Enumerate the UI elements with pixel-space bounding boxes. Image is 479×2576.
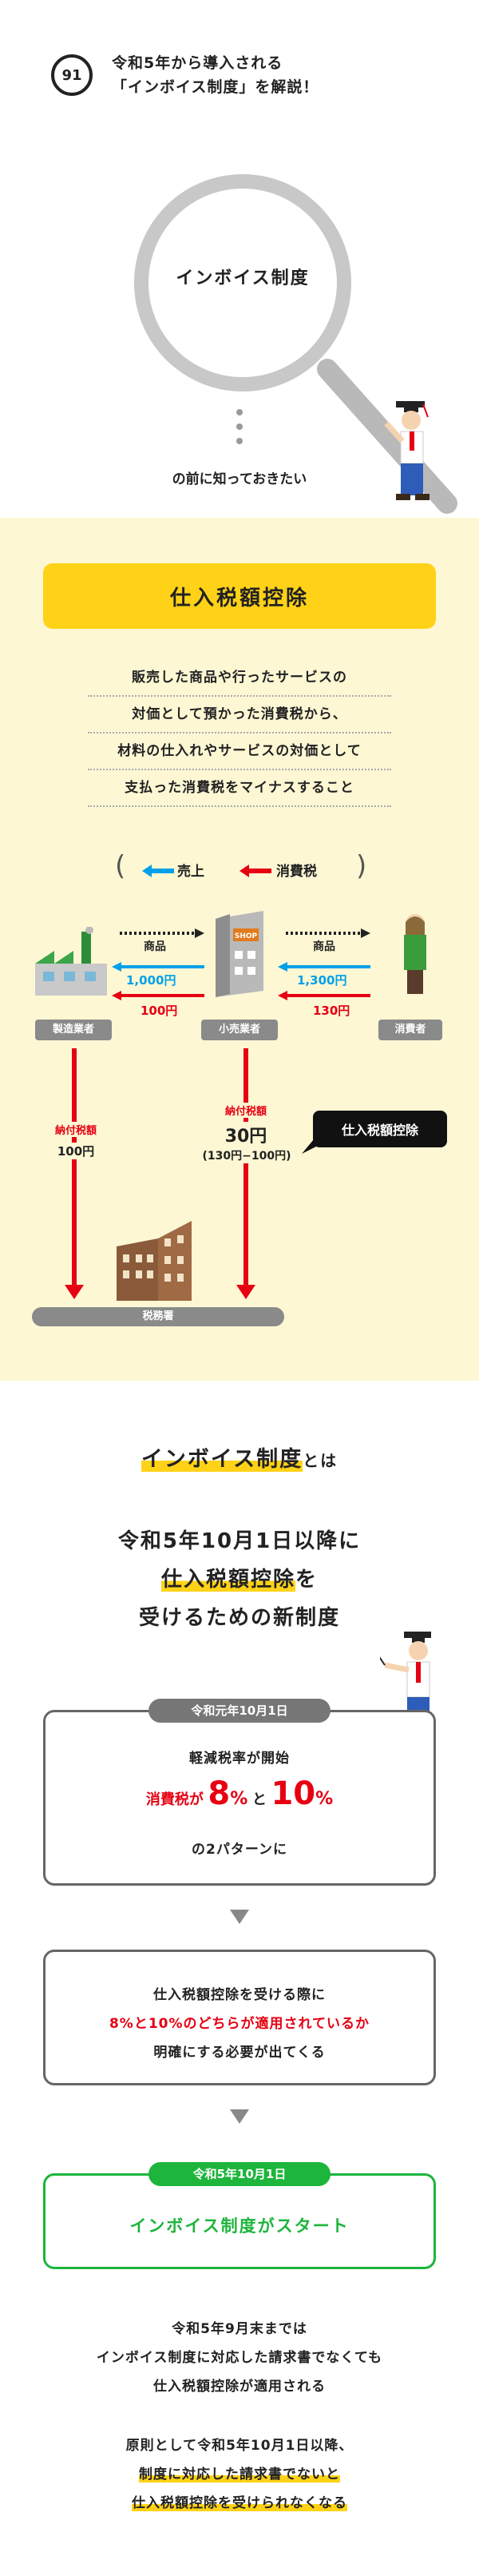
kojo-bubble-text: 仕入税額控除	[341, 1123, 418, 1138]
definition-line-4: 支払った消費税をマイナスすること	[88, 770, 391, 807]
title-line-2: 「インボイス制度」を解説！	[112, 78, 319, 96]
legend-close-paren: )	[356, 850, 367, 882]
legend-sales-label: 売上	[177, 864, 204, 880]
title-line-1: 令和5年から導入される	[112, 54, 283, 72]
invoice-heading-suffix: とは	[303, 1451, 338, 1470]
retailer-tax-formula: (130円−100円)	[187, 1147, 307, 1163]
card1-and: と	[251, 1791, 267, 1808]
invoice-start-card	[43, 2173, 436, 2269]
article-number-badge: 91	[51, 54, 93, 96]
card1-rate1: 8	[208, 1775, 231, 1812]
maker-tax-arrowhead-icon	[65, 1285, 84, 1299]
shiire-title-box: 仕入税額控除	[43, 563, 436, 629]
card1-line3: の2パターンに	[192, 1842, 287, 1858]
card2-line1: 仕入税額控除を受ける際に	[153, 1987, 326, 2003]
final-line-2-text: 制度に対応した請求書でないと	[139, 2467, 340, 2483]
dot	[236, 409, 243, 415]
magnifier-caption: の前に知っておきたい	[172, 471, 307, 487]
retailer-tax-arrowhead-icon	[236, 1285, 255, 1299]
card2-line2: 8%と10%のどちらが適用されているか	[109, 2016, 370, 2032]
definition-line-3: 材料の仕入れやサービスの対価として	[88, 733, 391, 770]
magnifier-handle-graphic	[317, 359, 457, 514]
card1-rates-line: 消費税が 8% と 10%	[0, 1775, 479, 1812]
tax-right-amount: 130円	[313, 1004, 350, 1018]
intro-line-3: 受けるための新制度	[138, 1606, 340, 1630]
final-line-3: 仕入税額控除を受けられなくなる	[0, 2491, 479, 2511]
card3-date-tag: 令和5年10月1日	[148, 2162, 331, 2186]
sale-left-amount: 1,000円	[126, 973, 176, 988]
sale-right-amount: 1,300円	[297, 973, 347, 988]
card1-tax-prefix: 消費税が	[145, 1791, 204, 1808]
retailer-consumer-flow-graphic	[278, 928, 370, 1000]
bubble-tail	[302, 1135, 318, 1154]
intro-line-2: 仕入税額控除を	[0, 1563, 479, 1592]
retailer-tax-arrow-line	[243, 1048, 248, 1288]
maker-retailer-flow-graphic	[112, 928, 204, 1000]
final-line-2: 制度に対応した請求書でないと	[0, 2463, 479, 2483]
maker-label: 製造業者	[35, 1020, 112, 1040]
maker-tax-arrow-line	[72, 1048, 77, 1288]
legend-open-paren: (	[115, 850, 126, 882]
retailer-tax-value: 30円	[200, 1122, 292, 1147]
consumer-label: 消費者	[378, 1020, 442, 1040]
final-line-1: 原則として令和5年10月1日以降、	[125, 2438, 354, 2454]
factory-icon	[35, 927, 107, 996]
card1-line1: 軽減税率が開始	[189, 1751, 290, 1767]
goods-label-right: 商品	[313, 940, 335, 953]
shop-sign: SHOP	[235, 932, 258, 940]
card1-date-tag: 令和元年10月1日	[148, 1699, 331, 1723]
legend-tax-label: 消費税	[276, 864, 317, 880]
maker-tax-value: 100円	[42, 1143, 110, 1159]
tax-left-amount: 100円	[141, 1004, 178, 1018]
invoice-heading: インボイス制度とは	[0, 1441, 479, 1473]
final-line-3-text: 仕入税額控除を受けられなくなる	[132, 2495, 347, 2511]
dot	[236, 438, 243, 444]
definition-line-1: 販売した商品や行ったサービスの	[88, 660, 391, 697]
blue-arrow-icon	[142, 865, 174, 877]
tax-office-label: 税務署	[32, 1307, 284, 1326]
goods-label-left: 商品	[144, 940, 166, 953]
card1-percent1: %	[230, 1789, 248, 1809]
dot	[236, 423, 243, 430]
intro-line-2-rest: を	[295, 1568, 319, 1592]
note-line-1: 令和5年9月末までは	[172, 2321, 307, 2337]
shop-icon: SHOP	[216, 911, 263, 997]
shiire-title: 仕入税額控除	[169, 586, 309, 610]
retailer-tax-title: 納付税額	[200, 1103, 292, 1118]
down-triangle-icon	[230, 2109, 249, 2124]
magnifier-label: インボイス制度	[176, 268, 310, 288]
intro-line-1: 令和5年10月1日以降に	[117, 1529, 362, 1553]
note-line-2: インボイス制度に対応した請求書でなくても	[96, 2350, 383, 2366]
intro-highlight: 仕入税額控除	[160, 1568, 295, 1592]
card2-line3: 明確にする必要が出てくる	[153, 2045, 326, 2061]
teacher-illustration	[384, 401, 430, 500]
kojo-speech-bubble: 仕入税額控除	[313, 1111, 447, 1147]
note-line-3: 仕入税額控除が適用される	[153, 2379, 326, 2395]
invoice-heading-main: インボイス制度	[141, 1447, 303, 1472]
tax-office-building-icon	[117, 1221, 192, 1301]
retailer-label: 小売業者	[201, 1020, 278, 1040]
rate-clarity-card	[43, 1950, 436, 2085]
consumer-icon	[404, 914, 426, 994]
card1-percent2: %	[315, 1789, 334, 1809]
maker-tax-title: 納付税額	[42, 1122, 110, 1137]
card1-rate2: 10	[271, 1775, 316, 1812]
card3-text: インボイス制度がスタート	[129, 2216, 350, 2236]
definition-line-2: 対価として預かった消費税から、	[88, 697, 391, 733]
down-triangle-icon	[230, 1910, 249, 1924]
article-number: 91	[61, 66, 82, 84]
red-arrow-icon	[240, 865, 271, 877]
